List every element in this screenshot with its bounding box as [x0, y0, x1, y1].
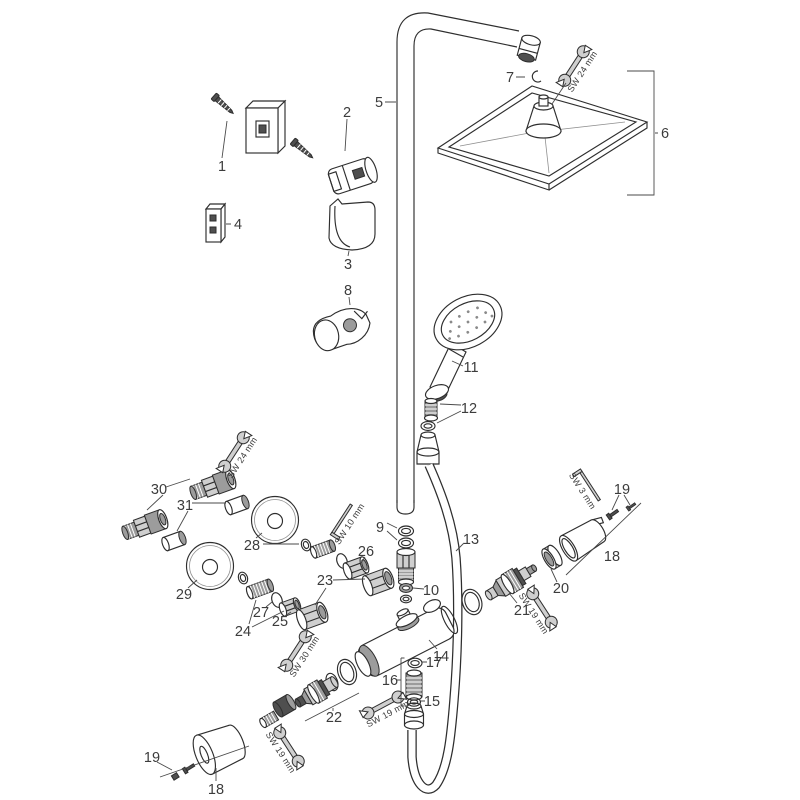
- part-label-20: 20: [553, 581, 569, 597]
- wrench-sw19-center: SW 19 mm: [358, 688, 411, 729]
- threaded-adapter: [259, 710, 280, 729]
- o-ring-icon: [336, 658, 358, 686]
- stop-ring: [541, 544, 563, 570]
- escutcheon: [185, 541, 235, 591]
- grub-screw-icon: [605, 507, 621, 521]
- shower-head-cone: [525, 94, 562, 139]
- flow-adapter: [272, 693, 297, 718]
- handle-knob: [192, 724, 246, 776]
- shower-hose: [407, 463, 463, 794]
- screw-icon: [210, 92, 237, 117]
- o-ring-icon: [300, 538, 312, 552]
- threaded-nipple: [245, 578, 275, 600]
- part-label-24: 24: [235, 624, 251, 640]
- s-union: [189, 469, 237, 501]
- grub-screw-icon: [170, 772, 180, 781]
- part-label-14: 14: [433, 649, 449, 665]
- part-label-16: 16: [382, 673, 398, 689]
- wall-bracket-group: [204, 92, 378, 251]
- o-ring-icon: [237, 571, 249, 585]
- part-label-15: 15: [424, 694, 440, 710]
- leader-lines: [146, 478, 642, 781]
- riser-orings: [397, 525, 415, 549]
- hand-shower: [424, 293, 503, 402]
- escutcheon: [250, 495, 300, 545]
- part-label-12: 12: [461, 401, 477, 417]
- wall-plate: [244, 99, 287, 155]
- union-nut: [361, 567, 395, 597]
- mixer-body: [354, 599, 459, 677]
- part-label-6: 6: [661, 126, 669, 142]
- outlet-filter-group: [405, 657, 423, 707]
- body-top-port: [395, 608, 420, 632]
- part-label-19-left: 19: [144, 750, 160, 766]
- riser-pipe: [396, 12, 541, 515]
- part-label-4: 4: [234, 217, 242, 233]
- nut: [342, 556, 370, 580]
- part-label-27: 27: [253, 605, 269, 621]
- check-valve: [396, 547, 416, 604]
- s-union: [121, 509, 169, 541]
- part-label-5: 5: [375, 95, 383, 111]
- part-label-13: 13: [463, 532, 479, 548]
- part-label-23: 23: [317, 573, 333, 589]
- wrench-sw24-top: SW 24 mm: [555, 42, 599, 94]
- handshower-filter: [420, 397, 439, 432]
- part-label-26: 26: [358, 544, 374, 560]
- part-label-25: 25: [272, 614, 288, 630]
- hex-key-sw10: SW 10 mm: [329, 502, 367, 546]
- threaded-nipple: [309, 539, 337, 559]
- bushing: [161, 530, 187, 552]
- screw-icon: [289, 137, 316, 162]
- spacer-plate: [204, 202, 227, 244]
- holder-cover: [328, 198, 376, 251]
- wrench-sw24-left: SW 24 mm: [215, 428, 259, 480]
- circlip-icon: [531, 70, 542, 83]
- o-ring-icon: [461, 588, 483, 616]
- slider-holder: [312, 308, 371, 352]
- leader-lines: [221, 70, 658, 707]
- temp-control-assembly: [461, 501, 638, 616]
- part-label-8: 8: [344, 283, 352, 299]
- part-label-19-right: 19: [614, 482, 630, 498]
- hex-key-sw3: SW 3 mm: [567, 468, 601, 511]
- wrench-sw19-left: SW 19 mm: [264, 723, 308, 775]
- part-label-7: 7: [506, 70, 514, 86]
- wall-union-group: [121, 469, 395, 631]
- part-label-11: 11: [463, 360, 478, 376]
- part-label-10: 10: [423, 583, 439, 599]
- thermostat-cartridge: [484, 564, 538, 601]
- part-label-18-left: 18: [208, 782, 224, 798]
- shutoff-cartridge: [294, 676, 339, 708]
- grub-screw-icon: [625, 501, 638, 512]
- part-label-21: 21: [514, 603, 530, 619]
- overhead-shower: [436, 70, 649, 191]
- part-label-29: 29: [176, 587, 192, 603]
- union-nut: [295, 601, 329, 631]
- shutoff-assembly: [170, 658, 358, 781]
- handle-sleeve: [558, 516, 607, 562]
- hose-nut-upper: [416, 431, 440, 465]
- part-label-30: 30: [151, 482, 167, 498]
- pivot-holder: [327, 156, 378, 195]
- arm-ball-joint: [516, 34, 541, 63]
- part-label-28: 28: [244, 538, 260, 554]
- part-label-18-right: 18: [604, 549, 620, 565]
- bushing: [224, 494, 250, 516]
- part-label-1: 1: [218, 159, 226, 175]
- wrench-sw30: SW 30 mm: [277, 627, 321, 679]
- part-label-17: 17: [426, 655, 442, 671]
- part-label-31: 31: [177, 498, 193, 514]
- part-label-3: 3: [344, 257, 352, 273]
- part-label-2: 2: [343, 105, 351, 121]
- part-label-22: 22: [326, 710, 342, 726]
- part-label-9: 9: [376, 520, 384, 536]
